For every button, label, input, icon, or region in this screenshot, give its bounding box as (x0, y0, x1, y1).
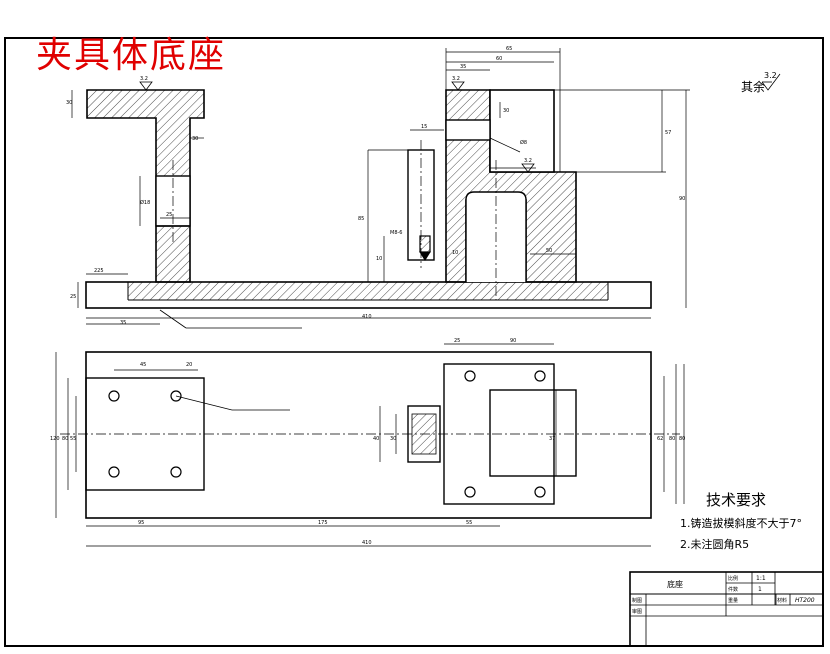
dim-right-sp1: 25 (454, 338, 460, 344)
dim-pin-height: 85 (358, 216, 364, 222)
dim-base-w: 225 (94, 268, 104, 274)
drawing-frame (4, 37, 824, 647)
top-view (55, 343, 685, 547)
right-top-block (489, 89, 555, 173)
dim-col-width: 30 (192, 136, 198, 142)
hole-r-bl (464, 486, 476, 498)
scale-value: 1:1 (756, 575, 766, 582)
tech-req-heading: 技术要求 (706, 491, 767, 509)
dim-left-height: 30 (66, 100, 72, 106)
dim-small-width: 35 (460, 64, 466, 70)
dim-slot-height: 30 (503, 108, 509, 114)
dim-block-w: 30 (390, 436, 396, 442)
hole-r-tl (464, 370, 476, 382)
dim-hole-sp2: 20 (186, 362, 192, 368)
left-support (86, 89, 205, 283)
drawing-title: 夹具体底座 (36, 35, 227, 76)
dim-r-outer: 80 (669, 436, 675, 442)
dim-right-sp2: 90 (510, 338, 516, 344)
roughness-2: 3.2 (452, 76, 460, 82)
dim-left-offset: 95 (138, 520, 144, 526)
roughness-rest-symbol (761, 73, 781, 91)
dim-w-hole: 55 (70, 436, 76, 442)
right-slot (445, 119, 491, 141)
title-block (629, 571, 824, 647)
base-hatch (128, 282, 608, 300)
roughness-3: 3.2 (524, 158, 532, 164)
dim-mid-len: 175 (318, 520, 328, 526)
tech-req-item-2: 2.未注圆角R5 (680, 538, 750, 551)
hole-r-tr (534, 370, 546, 382)
hole-tl (108, 390, 120, 402)
weight-label: 重量 (728, 597, 738, 604)
dim-upper-width: 60 (496, 56, 502, 62)
dim-width: 120 (50, 436, 60, 442)
roughness-rest-value: 3.2 (764, 71, 777, 80)
dim-w-inner: 80 (62, 436, 68, 442)
dim-total-len: 410 (362, 314, 372, 320)
check-label: 审图 (632, 608, 642, 615)
dim-block-h: 40 (373, 436, 379, 442)
draw-label: 制图 (632, 597, 642, 604)
dim-r-total: 80 (679, 436, 685, 442)
hole-r-br (534, 486, 546, 498)
dim-right-w: 50 (546, 248, 552, 254)
material-label: 材料 (777, 597, 787, 604)
hole-br (170, 466, 182, 478)
dim-overall: 410 (362, 540, 372, 546)
tech-req-item-1: 1.铸造拔模斜度不大于7° (680, 517, 802, 530)
hole-bl (108, 466, 120, 478)
surface-note: 其余 (741, 80, 766, 94)
dim-total-height: 90 (679, 196, 685, 202)
hole-tr (170, 390, 182, 402)
dim-thread: M8-6 (390, 230, 402, 236)
dim-bore-dia: Ø18 (140, 199, 150, 206)
roughness-1: 3.2 (140, 76, 148, 82)
qty-value: 1 (758, 586, 762, 593)
dim-gap: 10 (452, 250, 458, 256)
dim-hole-dia: Ø8 (520, 139, 527, 146)
scale-label: 比例 (728, 575, 738, 582)
dim-r-mid: 37 (549, 436, 555, 442)
part-name: 底座 (667, 579, 683, 589)
dim-hole-sp1: 45 (140, 362, 146, 368)
pin-head (419, 235, 431, 253)
dim-small-dim: 25 (166, 212, 172, 218)
qty-label: 件数 (728, 586, 738, 593)
dim-thread-depth: 10 (376, 256, 382, 262)
dim-left-off: 35 (120, 320, 126, 326)
dim-base-h: 25 (70, 294, 76, 300)
top-outline (85, 351, 652, 519)
dim-right-offset: 55 (466, 520, 472, 526)
front-view (71, 48, 690, 329)
dim-r-hole: 62 (657, 436, 663, 442)
dim-pin-len: 15 (421, 124, 427, 130)
top-right-window (489, 389, 577, 477)
dim-top-width: 65 (506, 46, 512, 52)
dim-right-height: 57 (665, 130, 671, 136)
material-value: HT200 (795, 597, 815, 604)
